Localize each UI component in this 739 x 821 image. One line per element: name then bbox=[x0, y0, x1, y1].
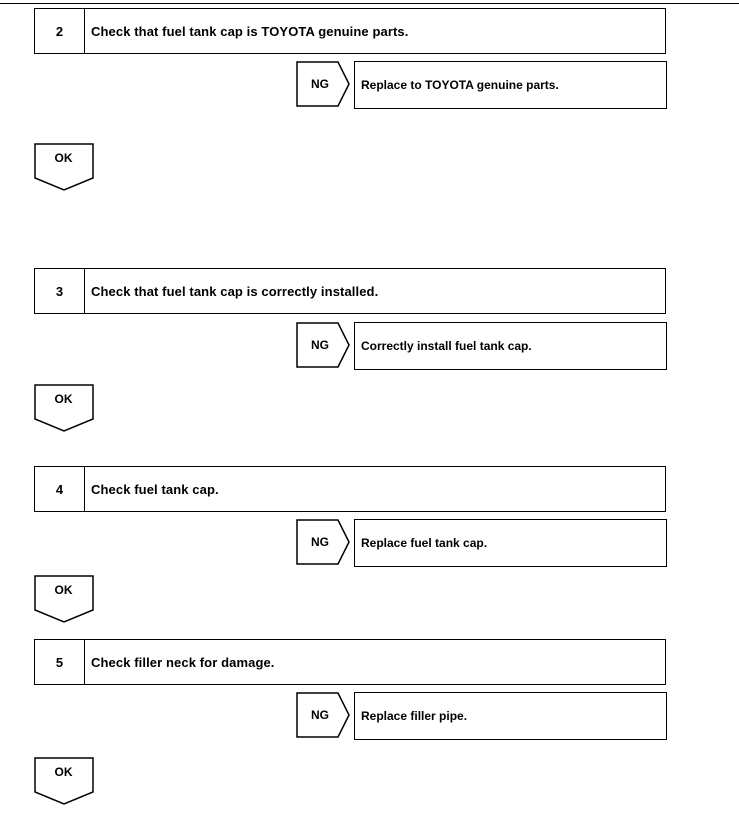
step-5-ok-tag: OK bbox=[34, 757, 96, 807]
ok-label: OK bbox=[54, 151, 73, 165]
ng-arrow-shape bbox=[296, 519, 350, 565]
ng-action-text: Correctly install fuel tank cap. bbox=[354, 322, 667, 370]
step-check-text: Check filler neck for damage. bbox=[91, 654, 275, 670]
step-3-ng-row: NG Correctly install fuel tank cap. bbox=[296, 322, 667, 370]
top-rule bbox=[0, 3, 739, 4]
ng-action-text: Replace to TOYOTA genuine parts. bbox=[354, 61, 667, 109]
ng-action-text: Replace fuel tank cap. bbox=[354, 519, 667, 567]
ok-arrow-shape bbox=[34, 575, 94, 623]
step-5-box: 5 Check filler neck for damage. bbox=[34, 639, 666, 685]
step-check-text: Check that fuel tank cap is correctly in… bbox=[91, 283, 379, 299]
step-number: 3 bbox=[35, 269, 85, 313]
step-3-box: 3 Check that fuel tank cap is correctly … bbox=[34, 268, 666, 314]
ng-arrow-shape bbox=[296, 692, 350, 738]
ng-label: NG bbox=[311, 708, 329, 722]
step-check-text: Check that fuel tank cap is TOYOTA genui… bbox=[91, 23, 409, 39]
ok-label: OK bbox=[54, 583, 73, 597]
ng-arrow-shape bbox=[296, 61, 350, 107]
step-number: 5 bbox=[35, 640, 85, 684]
step-number: 4 bbox=[35, 467, 85, 511]
step-3-ok-tag: OK bbox=[34, 384, 96, 434]
step-4-ng-row: NG Replace fuel tank cap. bbox=[296, 519, 667, 567]
ng-label: NG bbox=[311, 77, 329, 91]
ng-arrow-shape bbox=[296, 322, 350, 368]
ng-arrow-tag: NG bbox=[296, 322, 352, 368]
ng-arrow-tag: NG bbox=[296, 692, 352, 738]
step-check-text: Check fuel tank cap. bbox=[91, 481, 219, 497]
step-2-ng-row: NG Replace to TOYOTA genuine parts. bbox=[296, 61, 667, 109]
step-number: 2 bbox=[35, 9, 85, 53]
step-5-ng-row: NG Replace filler pipe. bbox=[296, 692, 667, 740]
step-4-box: 4 Check fuel tank cap. bbox=[34, 466, 666, 512]
step-2-ok-tag: OK bbox=[34, 143, 96, 193]
ng-label: NG bbox=[311, 535, 329, 549]
ng-arrow-tag: NG bbox=[296, 61, 352, 107]
ng-action-text: Replace filler pipe. bbox=[354, 692, 667, 740]
ng-label: NG bbox=[311, 338, 329, 352]
step-2-box: 2 Check that fuel tank cap is TOYOTA gen… bbox=[34, 8, 666, 54]
step-4-ok-tag: OK bbox=[34, 575, 96, 625]
ok-label: OK bbox=[54, 392, 73, 406]
ok-arrow-shape bbox=[34, 384, 94, 432]
ok-arrow-shape bbox=[34, 143, 94, 191]
ng-arrow-tag: NG bbox=[296, 519, 352, 565]
ok-arrow-shape bbox=[34, 757, 94, 805]
ok-label: OK bbox=[54, 765, 73, 779]
